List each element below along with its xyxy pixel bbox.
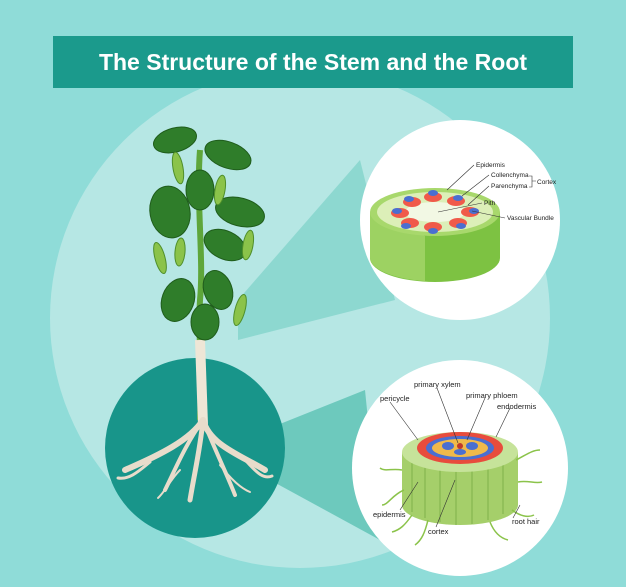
stem-label-pith: Pith [484, 200, 496, 207]
root-label-primary-phloem: primary phloem [466, 391, 518, 400]
pea-pods [153, 151, 255, 327]
stem-zoom-beam [238, 160, 395, 340]
stem-leader-lines [437, 164, 536, 219]
root-label-pericycle: pericycle [380, 394, 410, 403]
root-label-primary-xylem: primary xylem [414, 380, 461, 389]
stem-label-epidermis: Epidermis [476, 162, 506, 169]
root-label-root-hair: root hair [512, 517, 540, 526]
stem-label-cortex: Cortex [537, 179, 557, 186]
page-title: The Structure of the Stem and the Root [98, 48, 528, 75]
title-banner: The Structure of the Stem and the Root [53, 36, 573, 88]
stem-label-vascular-bundle: Vascular Bundle [507, 215, 554, 222]
plant-stem-lower [195, 339, 208, 426]
plant-leaves [149, 126, 265, 341]
root-label-epidermis: epidermis [373, 510, 406, 519]
root-hairs [379, 449, 543, 546]
root-label-cortex: cortex [428, 527, 449, 536]
stem-label-collenchyma: Collenchyma [491, 172, 529, 179]
root-leader-lines [389, 387, 521, 528]
root-label-endodermis: endodermis [497, 402, 536, 411]
plant-roots [116, 417, 274, 503]
root-cross-section [402, 432, 518, 525]
stem-cross-section [370, 188, 500, 282]
stem-label-parenchyma: Parenchyma [491, 183, 528, 190]
root-circle [105, 358, 285, 538]
